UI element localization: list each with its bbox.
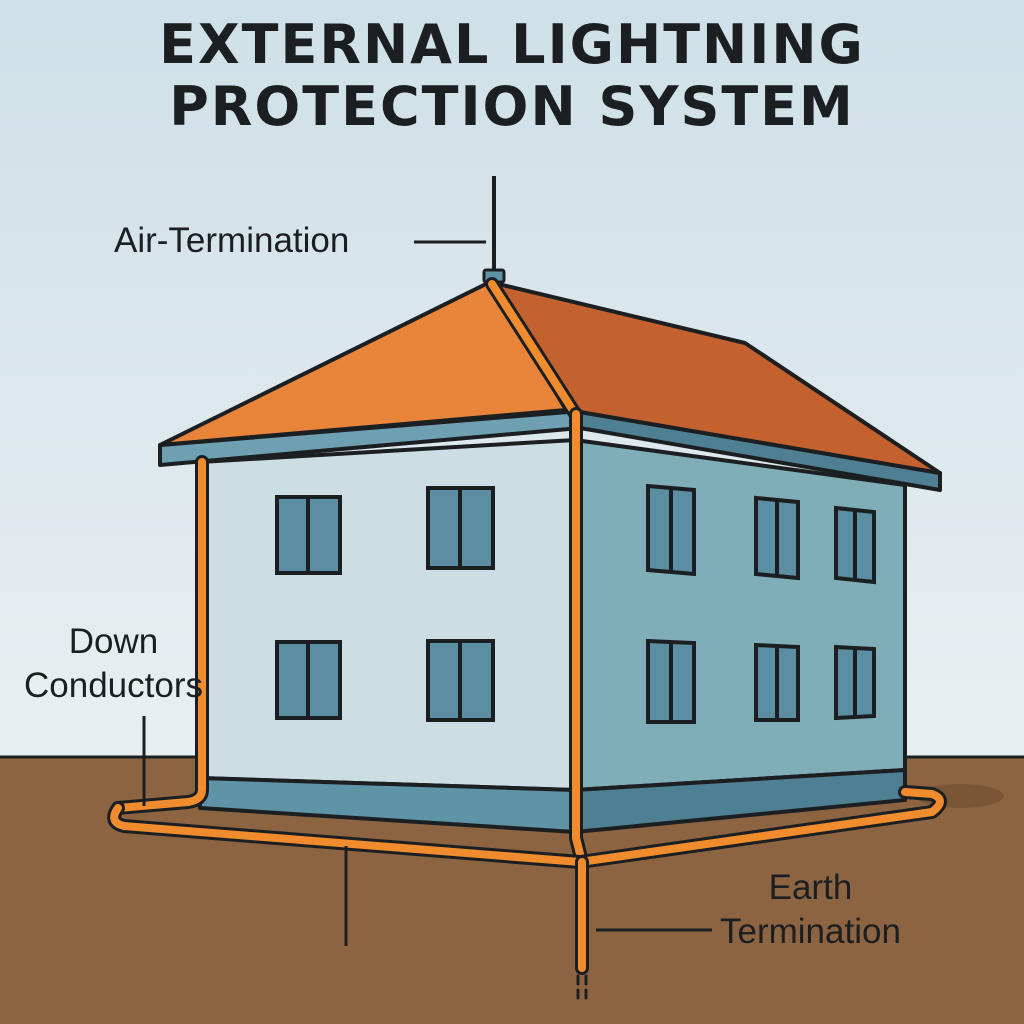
diagram-title: EXTERNAL LIGHTNING PROTECTION SYSTEM bbox=[0, 14, 1024, 138]
label-earth-termination: Earth Termination bbox=[720, 866, 901, 954]
side-wall bbox=[573, 438, 907, 792]
label-air-termination: Air-Termination bbox=[114, 221, 350, 260]
label-earth-line-2: Termination bbox=[720, 912, 901, 951]
title-line-2: PROTECTION SYSTEM bbox=[169, 75, 855, 138]
front-window-mullions bbox=[306, 488, 462, 720]
lightning-conductors bbox=[107, 277, 947, 975]
front-wall bbox=[198, 438, 577, 792]
label-down-line-2: Conductors bbox=[24, 666, 203, 705]
leader-lines bbox=[142, 240, 712, 946]
side-window-mullions bbox=[669, 488, 857, 722]
label-earth-line-1: Earth bbox=[768, 868, 853, 907]
label-down-conductors: Down Conductors bbox=[24, 620, 203, 708]
title-line-1: EXTERNAL LIGHTNING bbox=[159, 13, 865, 76]
label-down-line-1: Down bbox=[68, 622, 159, 661]
earth-rod-dashes bbox=[576, 974, 588, 1000]
